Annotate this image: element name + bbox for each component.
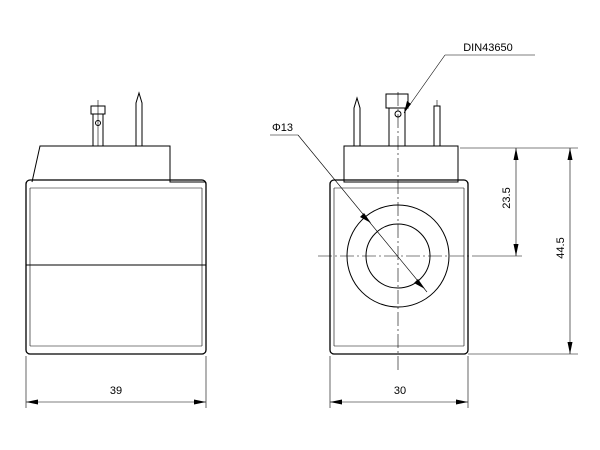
side-body bbox=[25, 179, 207, 355]
front-top-cap bbox=[343, 145, 459, 183]
front-body bbox=[329, 179, 469, 355]
connector-leader bbox=[403, 54, 446, 114]
front-pin-center-body bbox=[388, 107, 406, 147]
front-pin-left bbox=[353, 96, 361, 146]
dim-diameter: Φ13 bbox=[272, 122, 293, 134]
dim-left-width: 39 bbox=[110, 385, 122, 397]
dim-total-height: 44.5 bbox=[555, 237, 567, 258]
front-view: Φ13 DIN43650 30 23.5 44.5 bbox=[270, 42, 578, 408]
front-pin-right bbox=[433, 105, 441, 147]
side-view: 39 bbox=[25, 91, 207, 408]
dim-right-width: 30 bbox=[394, 385, 406, 397]
connector-label: DIN43650 bbox=[463, 42, 513, 54]
dim-center-height: 23.5 bbox=[501, 187, 513, 208]
side-top-cap bbox=[31, 145, 205, 183]
front-pin-center-top bbox=[385, 93, 409, 109]
side-pin-right bbox=[135, 91, 143, 146]
